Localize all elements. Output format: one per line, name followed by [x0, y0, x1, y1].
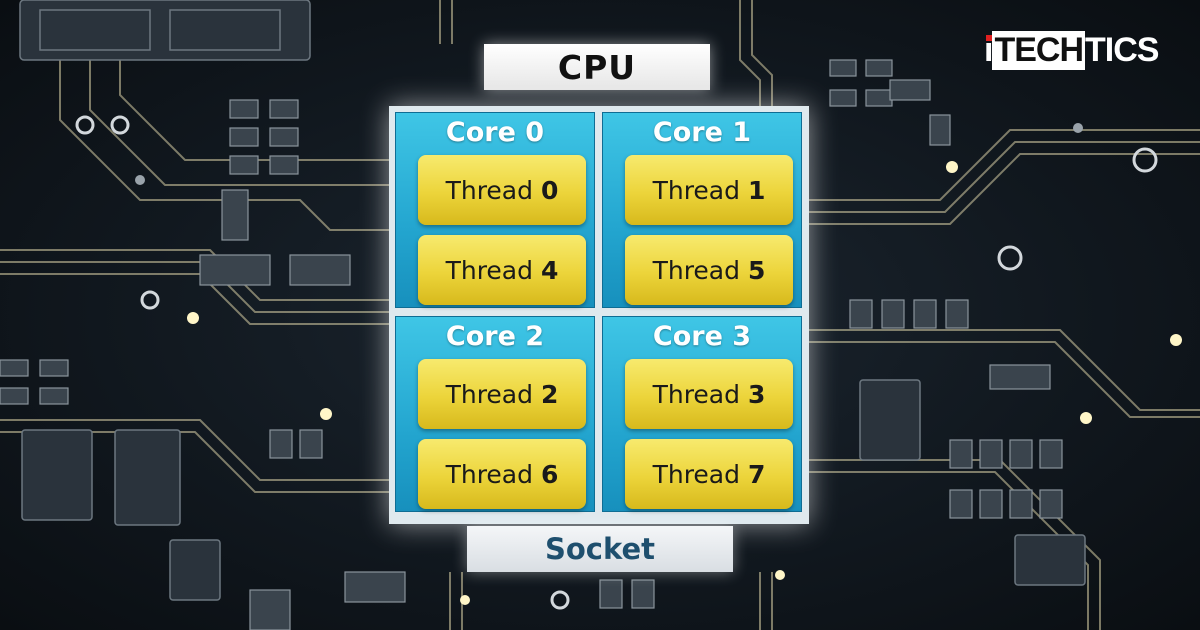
core-2: Core 2 Thread 2 Thread 6 — [395, 316, 595, 512]
core-3: Core 3 Thread 3 Thread 7 — [602, 316, 802, 512]
thread-number: 4 — [541, 255, 559, 285]
thread-number: 1 — [748, 175, 766, 205]
cpu-label: CPU — [484, 44, 710, 90]
thread-label: Thread — [445, 255, 533, 285]
brand-logo-suffix: TICS — [1085, 31, 1159, 69]
thread-number: 3 — [748, 379, 766, 409]
brand-logo-prefix: i — [984, 31, 994, 69]
thread-label: Thread — [652, 255, 740, 285]
thread-3: Thread 3 — [625, 359, 793, 429]
socket-label: Socket — [467, 526, 733, 572]
thread-2: Thread 2 — [418, 359, 586, 429]
thread-label: Thread — [445, 379, 533, 409]
thread-label: Thread — [445, 175, 533, 205]
brand-logo: i TECH TICS — [984, 28, 1159, 70]
core-1-title: Core 1 — [652, 117, 752, 148]
core-0-title: Core 0 — [445, 117, 545, 148]
brand-logo-middle: TECH — [992, 31, 1086, 70]
thread-7: Thread 7 — [625, 439, 793, 509]
thread-4: Thread 4 — [418, 235, 586, 305]
core-3-title: Core 3 — [652, 321, 752, 352]
thread-number: 0 — [541, 175, 559, 205]
core-1: Core 1 Thread 1 Thread 5 — [602, 112, 802, 308]
thread-6: Thread 6 — [418, 439, 586, 509]
thread-label: Thread — [652, 459, 740, 489]
thread-1: Thread 1 — [625, 155, 793, 225]
cpu-chip: Core 0 Thread 0 Thread 4 Core 1 Thread 1… — [389, 106, 809, 524]
thread-number: 2 — [541, 379, 559, 409]
thread-0: Thread 0 — [418, 155, 586, 225]
thread-number: 6 — [541, 459, 559, 489]
thread-5: Thread 5 — [625, 235, 793, 305]
thread-number: 5 — [748, 255, 766, 285]
core-2-title: Core 2 — [445, 321, 545, 352]
thread-number: 7 — [748, 459, 766, 489]
core-0: Core 0 Thread 0 Thread 4 — [395, 112, 595, 308]
thread-label: Thread — [652, 175, 740, 205]
thread-label: Thread — [652, 379, 740, 409]
thread-label: Thread — [445, 459, 533, 489]
